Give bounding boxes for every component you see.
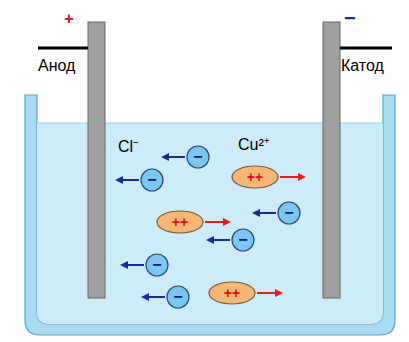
anode-wire <box>38 47 88 50</box>
ion-charge: ++ <box>224 286 240 300</box>
anion: − <box>166 285 190 309</box>
anode-sign: + <box>64 10 74 27</box>
ion-outline <box>146 254 168 276</box>
ion-charge: − <box>147 172 156 188</box>
anion: − <box>231 228 255 252</box>
cathode-wire <box>340 47 392 50</box>
anion-formula: Cl⁻ <box>118 139 138 155</box>
ion-outline <box>167 286 189 308</box>
anion: − <box>277 201 301 225</box>
ion-charge: − <box>173 289 182 305</box>
cation-arrows <box>205 177 304 293</box>
anion: − <box>140 168 164 192</box>
cathode-electrode <box>323 22 340 298</box>
anion-arrows <box>117 157 276 297</box>
ion-outline <box>157 211 203 233</box>
ion-charge: − <box>152 257 161 273</box>
cation-formula: Cu²⁺ <box>238 137 269 153</box>
ion-charge: ++ <box>247 170 263 184</box>
ion-charge: − <box>193 149 202 165</box>
anode-label: Анод <box>38 58 75 74</box>
anion: − <box>145 253 169 277</box>
cathode-label: Катод <box>341 58 384 74</box>
ion-charge: ++ <box>172 215 188 229</box>
ion-outline <box>209 282 255 304</box>
ion-charge: − <box>238 232 247 248</box>
cation: ++ <box>156 210 204 234</box>
anode-electrode <box>88 22 105 298</box>
ion-charge: − <box>284 205 293 221</box>
ion-outline <box>232 229 254 251</box>
ion-outline <box>141 169 163 191</box>
anion: − <box>186 145 210 169</box>
ion-outline <box>232 166 278 188</box>
cation: ++ <box>208 281 256 305</box>
cathode-sign: − <box>344 8 356 28</box>
cation: ++ <box>231 165 279 189</box>
ion-outline <box>278 202 300 224</box>
ion-outline <box>187 146 209 168</box>
